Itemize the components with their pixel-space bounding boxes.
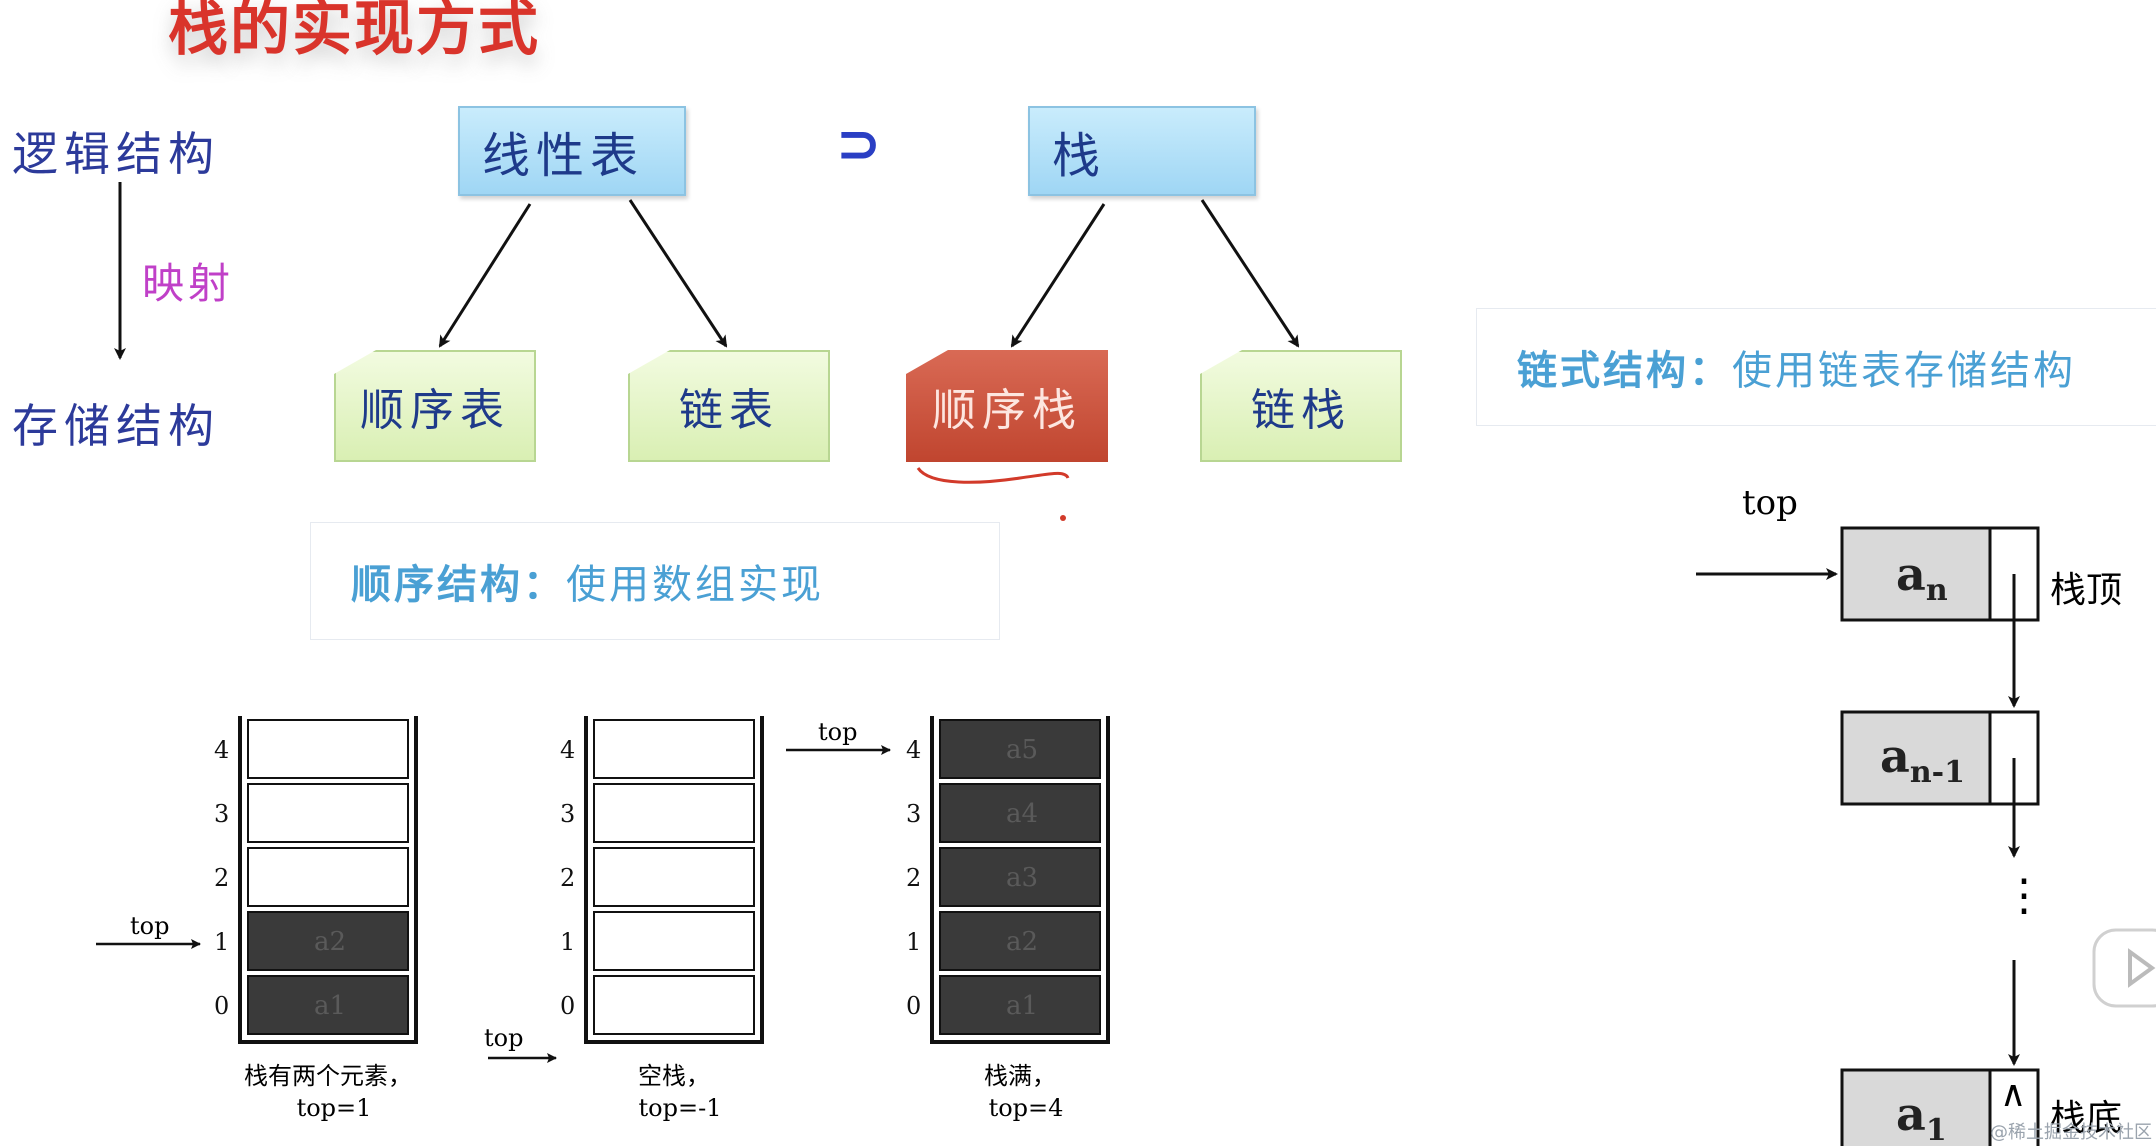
stack-index-label: 2 — [214, 864, 229, 892]
stack-cell — [247, 911, 409, 971]
note-key: 顺序结构： — [351, 562, 566, 608]
stack-cell-label: a5 — [1006, 735, 1038, 765]
stack-cell — [939, 847, 1101, 907]
ellipsis: ⋮ — [2002, 870, 2046, 921]
linked-stack-figure: top an 栈顶 an-1 ⋮ a1 ∧ 栈底 — [1696, 483, 2122, 1146]
sequential-stack-box: 顺序栈 — [906, 350, 1108, 462]
stack-index-label: 1 — [560, 928, 575, 956]
linked-top-label: top — [1742, 483, 1798, 523]
stack-index-label: 3 — [214, 800, 229, 828]
stack-caption-top: top=-1 — [639, 1094, 722, 1122]
stack-caption-top: top=4 — [989, 1094, 1064, 1122]
linked-list-box: 链表 — [628, 350, 830, 462]
node-an-1: an-1 — [1840, 710, 2040, 806]
stack-cell — [593, 847, 755, 907]
note-value: 使用数组实现 — [566, 562, 824, 608]
stack-index-label: 3 — [906, 800, 921, 828]
stack-cell-label: a1 — [314, 991, 346, 1021]
stack-cell-label: a4 — [1006, 799, 1038, 829]
note-value: 使用链表存储结构 — [1732, 348, 2076, 394]
stack-caption: 空栈， — [638, 1062, 710, 1090]
superset-symbol: ⊃ — [836, 112, 882, 175]
stack-cell — [939, 719, 1101, 779]
note-key: 链式结构： — [1517, 348, 1732, 394]
stack-index-label: 2 — [906, 864, 921, 892]
stack-cell — [939, 975, 1101, 1035]
stack-bottom-label: 栈底 — [2050, 1098, 2122, 1139]
linked-stack-box: 链栈 — [1200, 350, 1402, 462]
sequential-list-box: 顺序表 — [334, 350, 536, 462]
stack-cell — [593, 911, 755, 971]
stack-cell-label: a2 — [1006, 927, 1038, 957]
stack-cell — [247, 783, 409, 843]
stack-cell — [593, 719, 755, 779]
stack-cell-label: a1 — [1006, 991, 1038, 1021]
stack-index-label: 4 — [560, 736, 575, 764]
stack-box: 栈 — [1028, 106, 1256, 196]
watermark: @稀土掘金技术社区 — [1990, 1122, 2152, 1143]
node-an: an — [1840, 526, 2040, 622]
logical-structure-label: 逻辑结构 — [12, 127, 220, 181]
stack-caption-top: top=1 — [297, 1094, 372, 1122]
stack-index-label: 4 — [906, 736, 921, 764]
stack-index-label: 2 — [560, 864, 575, 892]
stack-cell — [593, 783, 755, 843]
stack-cell — [247, 719, 409, 779]
stack-top-label: 栈顶 — [2050, 570, 2122, 611]
stack-cell-label: a3 — [1006, 863, 1038, 893]
stack-container — [238, 716, 418, 1044]
stack-index-label: 1 — [906, 928, 921, 956]
mapping-label: 映射 — [142, 259, 235, 308]
top-label-stack2: top — [484, 1024, 523, 1052]
top-label-stack3: top — [818, 718, 857, 746]
top-label-stack1: top — [130, 912, 169, 940]
stack-caption: 栈满， — [984, 1062, 1056, 1090]
sequential-stack-figure: 4 3 2 a2 1 a1 0 栈有两个元素， top=1 4 3 2 1 0 空栈， top=-1 a5 4 a4… — [96, 716, 1110, 1122]
stack-index-label: 0 — [214, 992, 229, 1020]
page-title: 栈的实现方式 — [168, 0, 540, 64]
storage-structure-label: 存储结构 — [12, 399, 220, 453]
stack-cell — [939, 911, 1101, 971]
stack-caption: 栈有两个元素， — [244, 1062, 412, 1090]
stack-index-label: 3 — [560, 800, 575, 828]
stack-index-label: 0 — [906, 992, 921, 1020]
stack-container — [930, 716, 1110, 1044]
stack-index-label: 1 — [214, 928, 229, 956]
stack-cell — [247, 975, 409, 1035]
null-pointer-symbol: ∧ — [2000, 1074, 2026, 1115]
play-button-icon[interactable] — [2090, 906, 2156, 1014]
linear-list-box: 线性表 — [458, 106, 686, 196]
stack-cell-label: a2 — [314, 927, 346, 957]
linked-structure-note: 链式结构： 使用链表存储结构 — [1476, 308, 2156, 426]
stack-container — [584, 716, 764, 1044]
stack-cell — [939, 783, 1101, 843]
svg-text:an: an — [1896, 547, 1948, 608]
node-a1: a1 ∧ — [1840, 1068, 2040, 1146]
sequential-structure-note: 顺序结构： 使用数组实现 — [310, 522, 1000, 640]
stack-index-label: 4 — [214, 736, 229, 764]
stack-index-label: 0 — [560, 992, 575, 1020]
stack-cell — [247, 847, 409, 907]
stack-cell — [593, 975, 755, 1035]
